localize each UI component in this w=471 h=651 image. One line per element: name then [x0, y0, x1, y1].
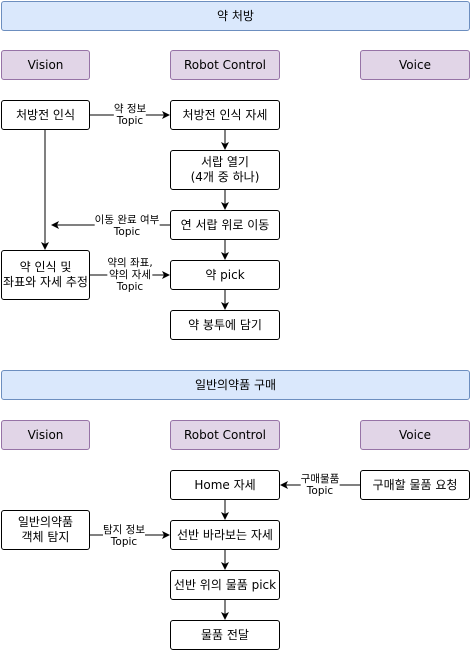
- node-medicine-detection-line2: 좌표와 자세 추정: [3, 275, 88, 289]
- lane-voice-2: Voice: [360, 420, 470, 450]
- edge-label-detect-info-line1: 탐지 정보: [103, 524, 145, 536]
- lane-robot-control-2: Robot Control: [170, 420, 280, 450]
- node-medicine-detection-line1: 약 인식 및: [19, 260, 72, 274]
- lane-robot-control: Robot Control: [170, 50, 280, 80]
- edge-label-move-done: 이동 완료 여부 Topic: [94, 214, 160, 238]
- node-shelf-look-pose: 선반 바라보는 자세: [170, 520, 280, 550]
- node-otc-object-detection: 일반의약품 객체 탐지: [1, 510, 90, 550]
- edge-label-med-pose-line2: 약의 자세: [109, 269, 151, 281]
- edge-label-med-info: 약 정보 Topic: [113, 103, 147, 127]
- node-medicine-pick: 약 pick: [170, 260, 280, 290]
- edge-label-detect-info: 탐지 정보 Topic: [103, 524, 145, 548]
- edge-label-med-info-line1: 약 정보: [113, 103, 147, 115]
- node-prescription-recognition: 처방전 인식: [1, 100, 90, 130]
- node-prescription-pose: 처방전 인식 자세: [170, 100, 280, 130]
- node-deliver-item: 물품 전달: [170, 620, 280, 650]
- lane-voice: Voice: [360, 50, 470, 80]
- node-move-above-drawer: 연 서랍 위로 이동: [170, 210, 280, 240]
- node-put-in-bag: 약 봉투에 담기: [170, 310, 280, 340]
- edge-label-med-pose-line3: Topic: [116, 281, 144, 293]
- lane-vision: Vision: [1, 50, 90, 80]
- edge-label-med-pose-line1: 약의 좌표,: [107, 257, 153, 269]
- edge-label-detect-info-line2: Topic: [110, 536, 138, 548]
- node-drawer-open-line1: 서랍 열기: [201, 155, 249, 169]
- edge-label-purchase-item-line1: 구매물품: [300, 473, 340, 485]
- section-banner-prescription: 약 처방: [1, 1, 470, 31]
- node-purchase-request: 구매할 물품 요청: [360, 470, 470, 500]
- lane-vision-2: Vision: [1, 420, 90, 450]
- edge-label-purchase-item: 구매물품 Topic: [300, 473, 340, 497]
- node-home-pose: Home 자세: [170, 470, 280, 500]
- edge-label-med-info-line2: Topic: [116, 115, 144, 127]
- edge-label-med-pose: 약의 좌표, 약의 자세 Topic: [107, 257, 153, 293]
- node-otc-object-detection-line2: 객체 탐지: [21, 530, 70, 544]
- edge-label-move-done-line2: Topic: [113, 226, 141, 238]
- node-drawer-open-line2: (4개 중 하나): [190, 170, 260, 184]
- section-banner-otc-purchase: 일반의약품 구매: [1, 370, 470, 400]
- edge-label-purchase-item-line2: Topic: [306, 485, 334, 497]
- node-drawer-open: 서랍 열기 (4개 중 하나): [170, 150, 280, 190]
- node-shelf-pick: 선반 위의 물품 pick: [170, 570, 280, 600]
- node-medicine-detection: 약 인식 및 좌표와 자세 추정: [1, 250, 90, 300]
- edge-label-move-done-line1: 이동 완료 여부: [94, 214, 160, 226]
- node-otc-object-detection-line1: 일반의약품: [17, 515, 74, 529]
